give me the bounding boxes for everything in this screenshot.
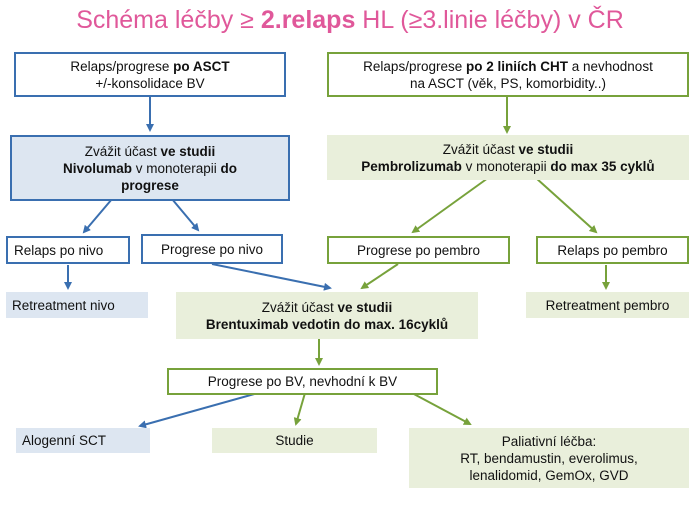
box-progrese-po-pembro: Progrese po pembro (327, 236, 510, 264)
box-studie: Studie (212, 428, 377, 453)
box-retreatment-nivo: Retreatment nivo (6, 292, 148, 318)
arrow-bv-alogenni (138, 392, 259, 429)
box-relaps-po-nivo: Relaps po nivo (6, 236, 130, 264)
arrow-progrese-studie (293, 392, 306, 426)
arrow-progrese-nivo-bv (211, 263, 332, 291)
arrow-nivo-relaps (82, 198, 113, 234)
box-progrese-po-nivo: Progrese po nivo (141, 234, 283, 264)
title-part1: Schéma léčby ≥ (76, 6, 261, 34)
box-pembrolizumab: Zvážit účast ve studii Pembrolizumab v m… (327, 135, 689, 180)
box-alogenni-sct: Alogenní SCT (16, 428, 150, 453)
box-paliativni-lecba: Paliativní léčba: RT, bendamustin, evero… (409, 428, 689, 488)
arrow-pembro-relaps (535, 177, 598, 234)
box-nivolumab: Zvážit účast ve studii Nivolumab v monot… (10, 135, 290, 201)
box-brentuximab: Zvážit účast ve studii Brentuximab vedot… (176, 292, 478, 339)
box-progrese-po-bv: Progrese po BV, nevhodní k BV (167, 368, 438, 395)
arrow-progrese-paliativni (411, 392, 472, 425)
box-relaps-po-asct: Relaps/progrese po ASCT +/-konsolidace B… (14, 52, 286, 97)
title-part2: HL (≥3.linie léčby) v ČR (355, 6, 624, 34)
arrow-progrese-pembro-bv (360, 263, 399, 290)
page-title: Schéma léčby ≥ 2.relaps HL (≥3.linie léč… (0, 4, 700, 36)
box-relaps-po-pembro: Relaps po pembro (536, 236, 689, 264)
arrow-nivo-progrese (171, 198, 200, 232)
box-retreatment-pembro: Retreatment pembro (526, 292, 689, 318)
box-relaps-po-cht: Relaps/progrese po 2 liniích CHT a nevho… (327, 52, 689, 97)
arrow-pembro-progrese (411, 177, 489, 234)
title-bold: 2.relaps (260, 6, 356, 34)
